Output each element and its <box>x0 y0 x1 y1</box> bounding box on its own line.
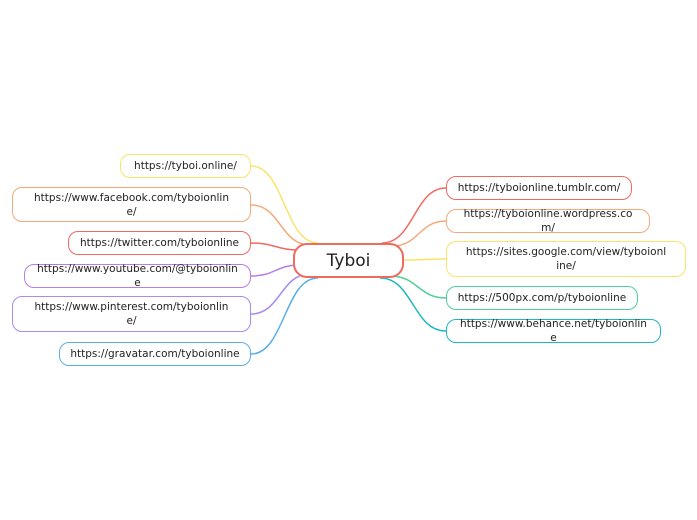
connector-line-right-2 <box>391 220 447 247</box>
connector-line-left-3 <box>250 242 301 251</box>
connector-line-right-3 <box>403 258 447 261</box>
left-link-node-pinterest[interactable]: https://www.pinterest.com/tyboionline/ <box>12 296 251 332</box>
left-link-node-tyboi-online[interactable]: https://tyboi.online/ <box>120 154 251 178</box>
right-link-node-google-sites[interactable]: https://sites.google.com/view/tyboionlin… <box>446 241 686 277</box>
connector-line-left-6 <box>250 277 319 355</box>
connector-line-left-2 <box>250 204 311 246</box>
right-link-node-behance[interactable]: https://www.behance.net/tyboionline <box>446 318 661 344</box>
connector-line-left-1 <box>250 165 319 244</box>
left-link-node-gravatar[interactable]: https://gravatar.com/tyboionline <box>59 342 251 366</box>
right-link-node-tumblr[interactable]: https://tyboionline.tumblr.com/ <box>446 176 632 200</box>
connector-line-right-1 <box>381 187 447 244</box>
connector-line-right-5 <box>379 277 447 332</box>
connector-line-right-4 <box>389 275 447 299</box>
left-link-node-youtube[interactable]: https://www.youtube.com/@tyboionline <box>24 263 251 289</box>
right-link-node-500px[interactable]: https://500px.com/p/tyboionline <box>446 286 638 310</box>
left-link-node-facebook[interactable]: https://www.facebook.com/tyboionline/ <box>12 187 251 222</box>
right-link-node-wordpress[interactable]: https://tyboionline.wordpress.com/ <box>446 208 650 234</box>
left-link-node-twitter[interactable]: https://twitter.com/tyboionline <box>68 231 251 255</box>
central-topic-node[interactable]: Tyboi <box>293 243 404 278</box>
connector-line-left-5 <box>250 273 311 315</box>
